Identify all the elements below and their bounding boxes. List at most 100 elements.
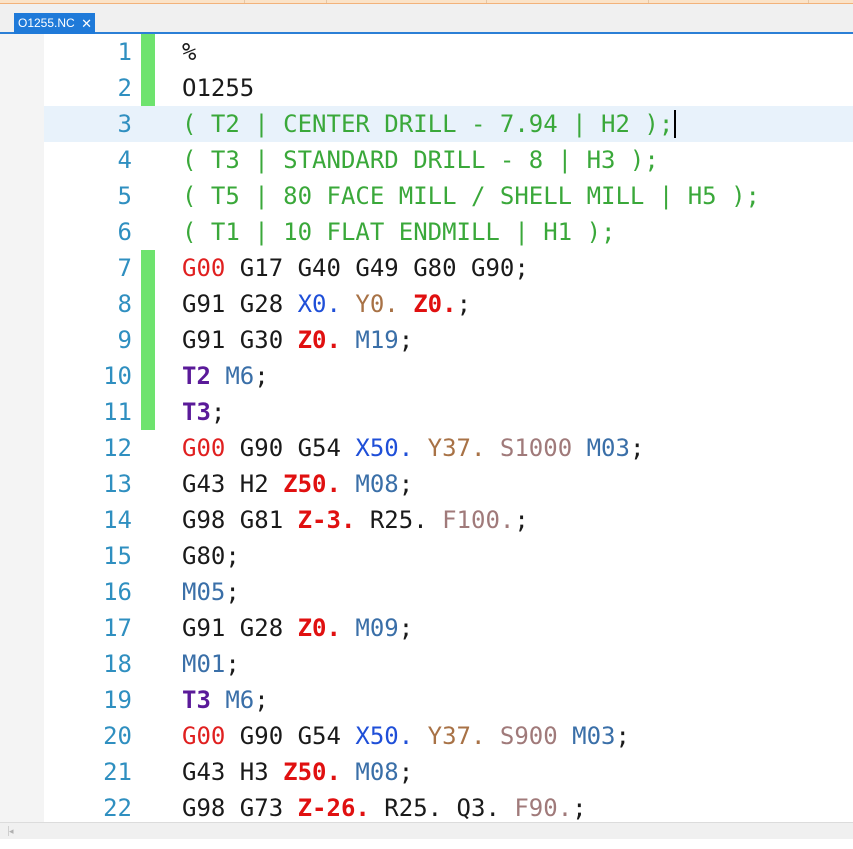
token-plain: ;: [615, 722, 630, 750]
token-g: G43 H2: [182, 470, 284, 498]
line-number: 20: [103, 722, 132, 750]
token-comment: ( T2 | CENTER DRILL - 7.94 | H2 );: [182, 110, 674, 138]
token-z: Z50.: [283, 758, 341, 786]
change-marker: [141, 34, 155, 70]
token-x: X50.: [355, 434, 414, 462]
token-g0: G00: [182, 722, 226, 750]
line-number: 14: [103, 506, 132, 534]
scroll-left-icon[interactable]: ◂: [8, 826, 19, 836]
token-plain: ;: [572, 794, 587, 822]
code-text: ( T1 | 10 FLAT ENDMILL | H1 );: [182, 214, 615, 250]
code-text: ( T5 | 80 FACE MILL / SHELL MILL | H5 );: [182, 178, 760, 214]
token-g0: G00: [182, 434, 226, 462]
token-g: G91 G30: [182, 326, 298, 354]
token-plain: [413, 722, 427, 750]
tab-label: O1255.NC: [18, 16, 75, 30]
line-number: 19: [103, 686, 132, 714]
close-icon[interactable]: ✕: [81, 16, 92, 31]
token-x: X50.: [355, 722, 414, 750]
token-plain: [399, 290, 413, 318]
horizontal-scrollbar[interactable]: ◂: [0, 822, 853, 839]
line-number: 8: [117, 290, 132, 318]
token-z: Z-3.: [297, 506, 356, 534]
token-m: M05: [182, 578, 226, 606]
token-r: R25.: [355, 506, 443, 534]
code-line[interactable]: 5 ( T5 | 80 FACE MILL / SHELL MILL | H5 )…: [44, 178, 853, 214]
token-m: M6: [225, 362, 255, 390]
code-line[interactable]: 7 G00 G17 G40 G49 G80 G90;: [44, 250, 853, 286]
line-number: 11: [103, 398, 132, 426]
token-plain: ;: [398, 326, 414, 354]
token-t: T2: [182, 362, 211, 390]
line-number: 1: [117, 38, 132, 66]
token-g: G80;: [182, 542, 240, 570]
token-g: G17 G40 G49 G80 G90;: [225, 254, 529, 282]
line-number: 6: [117, 218, 132, 246]
top-accent-bar: [0, 0, 853, 4]
line-number: 15: [103, 542, 132, 570]
token-plain: ;: [398, 470, 414, 498]
top-bar-divider: [648, 0, 649, 3]
token-m: M09: [355, 614, 399, 642]
token-g: G91 G28: [182, 290, 298, 318]
token-plain: ;: [225, 650, 240, 678]
change-marker: [141, 322, 155, 358]
line-number: 5: [117, 182, 132, 210]
token-plain: ;: [254, 362, 269, 390]
line-number: 7: [117, 254, 132, 282]
top-bar-divider: [326, 0, 327, 3]
token-plain: [341, 614, 355, 642]
token-m: M6: [225, 686, 255, 714]
token-y: Y37.: [427, 722, 486, 750]
token-s: S900: [499, 722, 558, 750]
code-line[interactable]: 1%: [44, 34, 853, 70]
code-line[interactable]: 3 ( T2 | CENTER DRILL - 7.94 | H2 );: [44, 106, 853, 142]
change-marker: [141, 250, 155, 286]
token-pct: %: [182, 38, 197, 66]
token-plain: [485, 722, 499, 750]
token-r: R25. Q3.: [369, 794, 515, 822]
code-text: %: [182, 34, 196, 70]
token-m: M01: [182, 650, 226, 678]
code-text: G91 G30 Z0. M19;: [182, 322, 413, 358]
code-line[interactable]: 8 G91 G28 X0. Y0. Z0.;: [44, 286, 853, 322]
code-text: G91 G28 X0. Y0. Z0.;: [182, 286, 471, 322]
code-line[interactable]: 4( T3 | STANDARD DRILL - 8 | H3 );: [44, 142, 853, 178]
token-plain: ;: [514, 506, 529, 534]
top-bar-divider: [808, 0, 809, 3]
code-line[interactable]: 15 G80;: [44, 538, 853, 574]
token-g: G90 G54: [225, 434, 356, 462]
code-text: O1255: [182, 70, 254, 106]
line-number: 3: [117, 110, 132, 138]
token-g0: G00: [182, 254, 226, 282]
token-m: M08: [355, 470, 399, 498]
code-text: M01;: [182, 646, 240, 682]
line-number: 17: [103, 614, 132, 642]
line-number: 9: [117, 326, 132, 354]
code-line[interactable]: 9 G91 G30 Z0. M19;: [44, 322, 853, 358]
token-f: F90.: [514, 794, 573, 822]
code-line[interactable]: 6 ( T1 | 10 FLAT ENDMILL | H1 );: [44, 214, 853, 250]
token-plain: ;: [398, 758, 414, 786]
tab-file-o1255[interactable]: O1255.NC ✕: [14, 13, 95, 34]
token-y: Y37.: [427, 434, 486, 462]
token-z: Z0.: [413, 290, 457, 318]
token-plain: ;: [254, 686, 269, 714]
code-text: G43 H2 Z50. M08;: [182, 466, 413, 502]
change-marker: [141, 286, 155, 322]
token-plain: [572, 434, 586, 462]
